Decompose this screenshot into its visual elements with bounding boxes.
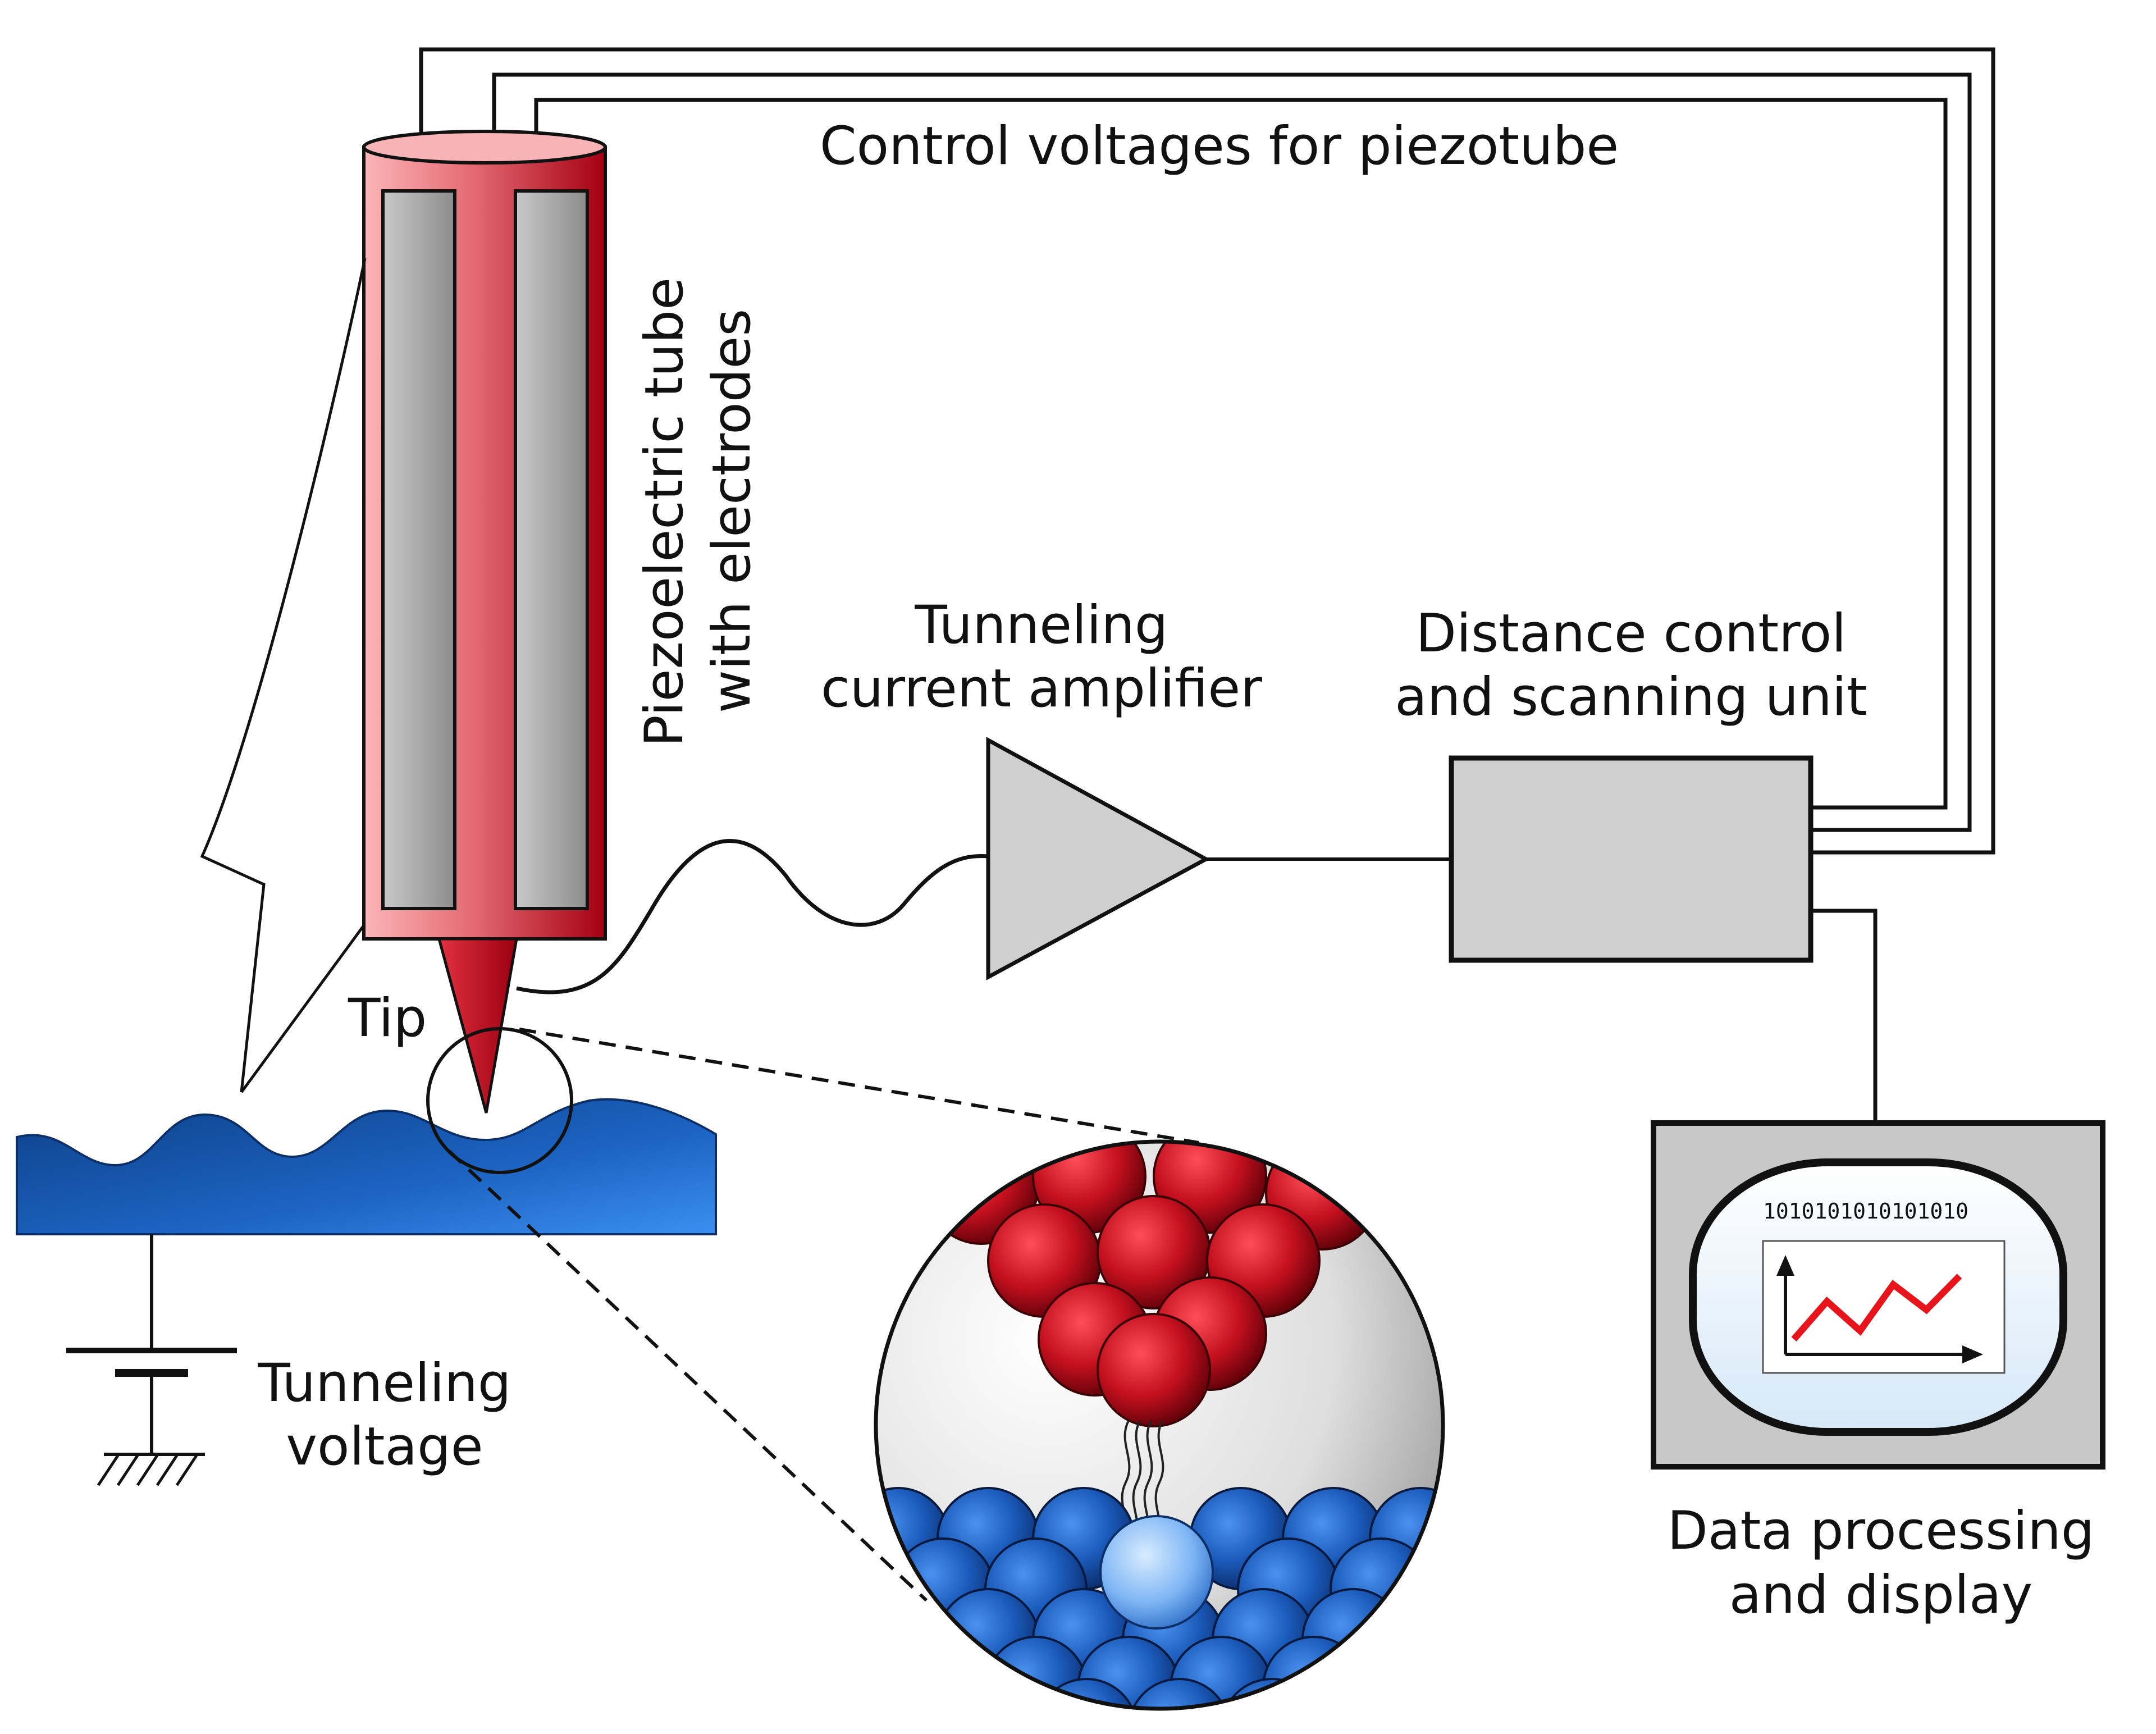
distance-control-box — [1449, 755, 1814, 963]
tip-cone — [437, 937, 518, 1114]
label-tip: Tip — [348, 988, 427, 1049]
label-distance-line1: Distance control — [1416, 603, 1847, 664]
graph-axes — [1776, 1255, 1983, 1363]
zoom-line-top — [519, 1028, 1199, 1144]
label-control-voltages: Control voltages for piezotube — [820, 116, 1619, 177]
voltage-lead-inner — [240, 924, 366, 1093]
tip-apex-atom — [1097, 1313, 1211, 1427]
control-wires — [419, 47, 1995, 855]
zoom-line-bottom — [447, 1149, 928, 1602]
ground-hatch — [97, 1454, 198, 1486]
control-wire-outer — [419, 47, 1995, 855]
tip-focus-circle — [426, 1027, 573, 1174]
piezo-tube-top — [362, 130, 607, 165]
electrode-left — [381, 189, 456, 910]
label-voltage-line1: Tunneling — [257, 1353, 511, 1414]
label-amplifier-line1: Tunneling — [914, 595, 1168, 656]
amplifier-triangle — [986, 737, 1211, 980]
control-to-display-wire — [1811, 909, 1878, 1123]
label-piezo-line2: with electrodes — [701, 309, 762, 713]
label-piezo-line1: Piezoelectric tube — [634, 277, 695, 747]
label-piezo-tube: Piezoelectric tube with electrodes — [634, 277, 762, 747]
zoom-border — [874, 1139, 1445, 1711]
atomic-zoom — [874, 1139, 1445, 1711]
label-amplifier-line2: current amplifier — [821, 658, 1262, 719]
label-data-line2: and display — [1729, 1564, 2033, 1626]
data-display: 1010101010101010 — [1651, 1120, 2105, 1470]
control-wire-inner — [534, 98, 1948, 810]
graph-line — [1791, 1274, 1962, 1341]
signal-wire — [516, 839, 989, 994]
sample-surface — [16, 1098, 717, 1235]
label-distance-line2: and scanning unit — [1395, 667, 1867, 728]
label-voltage-line2: voltage — [286, 1416, 483, 1477]
tip-magnifier — [426, 1027, 1199, 1602]
highlighted-sample-atom — [1099, 1515, 1214, 1630]
tunneling-voltage-source — [66, 258, 367, 1486]
control-wire-middle — [492, 72, 1972, 832]
label-data-line1: Data processing — [1668, 1500, 2095, 1562]
piezo-tube — [362, 130, 607, 941]
display-binary: 1010101010101010 — [1763, 1199, 1968, 1224]
voltage-lead — [200, 258, 367, 1093]
electrode-right — [514, 189, 589, 910]
